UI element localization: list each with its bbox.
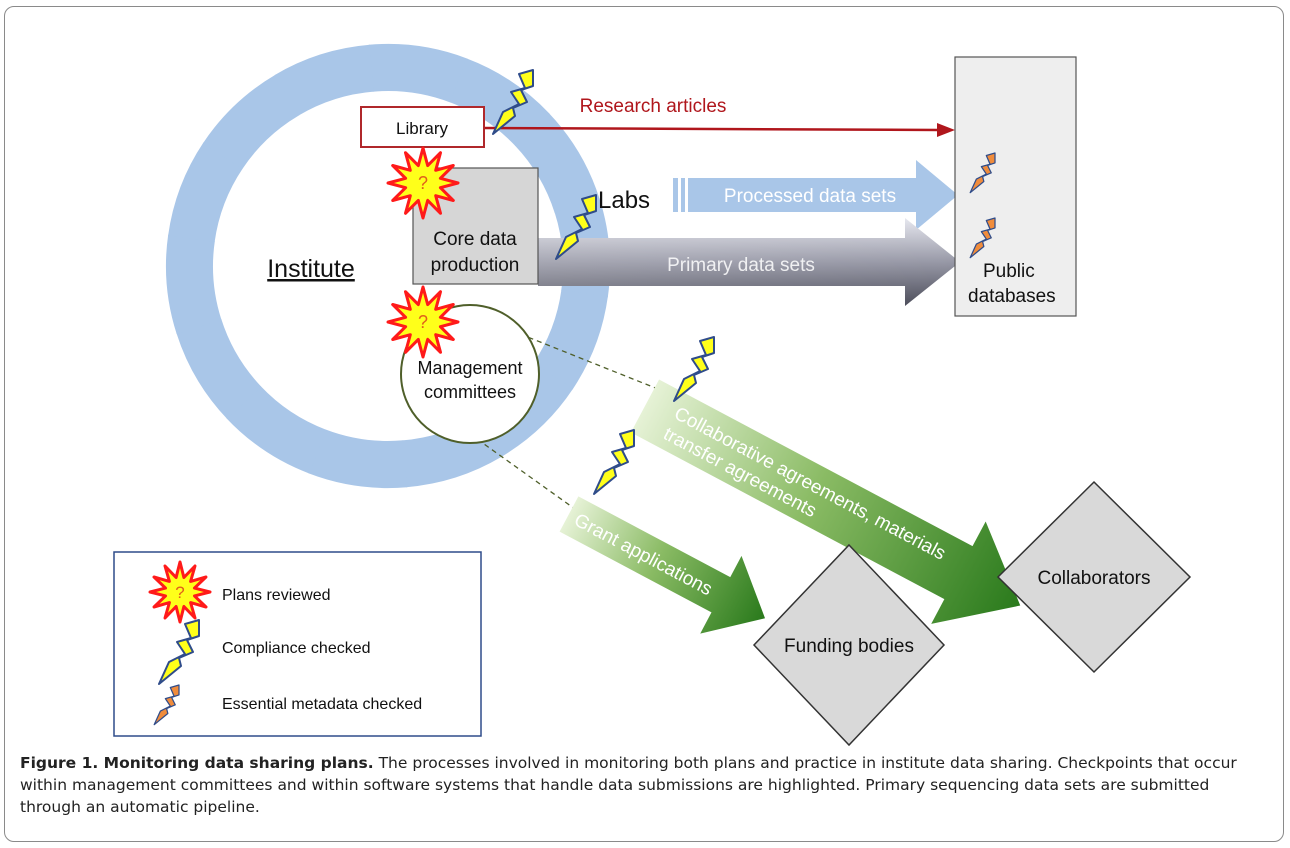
grant-applications-arrow: Grant applications (559, 496, 766, 634)
lightning-icon-grants (593, 429, 635, 495)
primary-data-arrow: Primary data sets (538, 218, 960, 306)
institute-ring-segment (168, 142, 243, 243)
funding-bodies-label: Funding bodies (784, 636, 914, 657)
labs-label: Labs (598, 187, 650, 214)
core-data-line1: Core data (433, 229, 517, 250)
collaborators-node: Collaborators (996, 480, 1192, 674)
library-label: Library (396, 119, 448, 138)
library-box: Library (360, 106, 485, 148)
institute-ring-segment (176, 318, 262, 419)
legend-plans-reviewed: Plans reviewed (222, 587, 331, 604)
dashed-connector-grants (469, 433, 583, 515)
legend: ? Plans reviewed Compliance checked Esse… (113, 551, 482, 737)
institute-ring-segment (203, 74, 300, 170)
institute-ring-segment (533, 289, 608, 390)
institute-ring-segment (226, 386, 327, 474)
collaborators-label: Collaborators (1038, 568, 1151, 589)
primary-data-label: Primary data sets (667, 255, 815, 276)
institute-ring-segment (274, 44, 374, 116)
research-articles-arrow: Research articles (483, 96, 955, 137)
public-databases-line1: Public (983, 261, 1035, 282)
lightning-icon-collab (673, 336, 715, 402)
legend-compliance-checked: Compliance checked (222, 640, 371, 657)
institute-ring-segment (514, 113, 600, 214)
processed-data-label: Processed data sets (724, 186, 896, 207)
figure-frame (4, 6, 1284, 842)
legend-metadata-checked: Essential metadata checked (222, 696, 422, 713)
processed-data-arrow: Processed data sets (673, 160, 958, 230)
research-articles-label: Research articles (580, 96, 727, 117)
institute-ring-segment (308, 429, 408, 489)
institute-label: Institute (267, 255, 355, 283)
diagram: Institute Processed data sets Primary da… (113, 43, 1192, 747)
management-line2: committees (424, 382, 516, 402)
caption-text: The processes involved in monitoring bot… (20, 754, 1237, 816)
grant-applications-label: Grant applications (570, 510, 715, 600)
funding-bodies-node: Funding bodies (752, 543, 946, 747)
institute-ring-segment (449, 58, 550, 146)
institute-ring-segment (368, 43, 468, 103)
institute-ring-segment (165, 234, 222, 335)
star-icon-core: ? (386, 146, 460, 220)
public-databases-line2: databases (968, 286, 1056, 307)
star-question-mark: ? (418, 312, 428, 332)
star-icon-management: ? (386, 285, 460, 359)
management-line1: Management (417, 358, 522, 378)
star-question-mark: ? (418, 173, 428, 193)
caption-title: Figure 1. Monitoring data sharing plans. (20, 754, 374, 772)
collab-label-line1: Collaborative agreements, materials (671, 403, 949, 564)
legend-star-question-mark: ? (175, 583, 184, 602)
core-data-line2: production (431, 255, 520, 276)
figure-caption: Figure 1. Monitoring data sharing plans.… (20, 752, 1275, 818)
